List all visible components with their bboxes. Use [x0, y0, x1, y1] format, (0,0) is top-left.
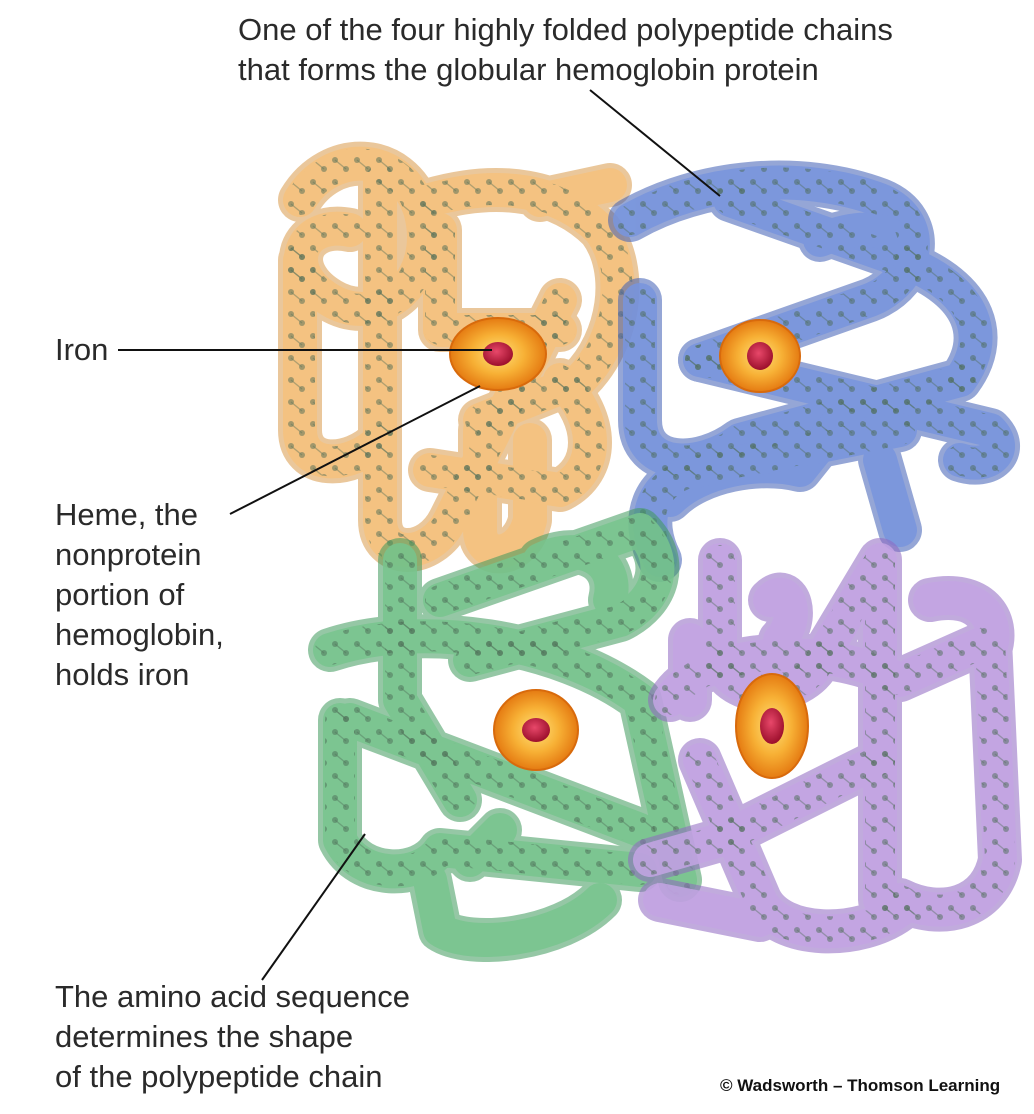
amino-acid-label-line-3: of the polypeptide chain: [55, 1057, 410, 1097]
heme-label-line-4: hemoglobin,: [55, 615, 224, 655]
heme-label-line-3: portion of: [55, 575, 224, 615]
heme-group-purple: [736, 674, 808, 778]
amino-acid-label-line-1: The amino acid sequence: [55, 977, 410, 1017]
blue-polypeptide-chain: [630, 183, 998, 560]
polypeptide-chain-label-line-1: One of the four highly folded polypeptid…: [238, 10, 893, 50]
polypeptide-chain-label-line-2: that forms the globular hemoglobin prote…: [238, 50, 893, 90]
heme-group-orange: [450, 318, 546, 390]
amino-acid-label: The amino acid sequence determines the s…: [55, 977, 410, 1097]
purple-polypeptide-chain: [650, 560, 1000, 931]
iron-label-text: Iron: [55, 330, 108, 370]
iron-label: Iron: [55, 330, 108, 370]
iron-atom: [747, 342, 773, 370]
heme-label: Heme, the nonprotein portion of hemoglob…: [55, 495, 224, 695]
heme-label-line-2: nonprotein: [55, 535, 224, 575]
iron-atom: [522, 718, 550, 742]
amino-leader-line: [262, 834, 365, 980]
copyright-credit: © Wadsworth – Thomson Learning: [720, 1076, 1000, 1096]
polypeptide-chain-label: One of the four highly folded polypeptid…: [238, 10, 893, 90]
iron-atom: [483, 342, 513, 366]
heme-group-blue: [720, 320, 800, 392]
heme-label-line-5: holds iron: [55, 655, 224, 695]
heme-label-line-1: Heme, the: [55, 495, 224, 535]
heme-group-green: [494, 690, 578, 770]
iron-atom: [760, 708, 784, 744]
amino-acid-label-line-2: determines the shape: [55, 1017, 410, 1057]
